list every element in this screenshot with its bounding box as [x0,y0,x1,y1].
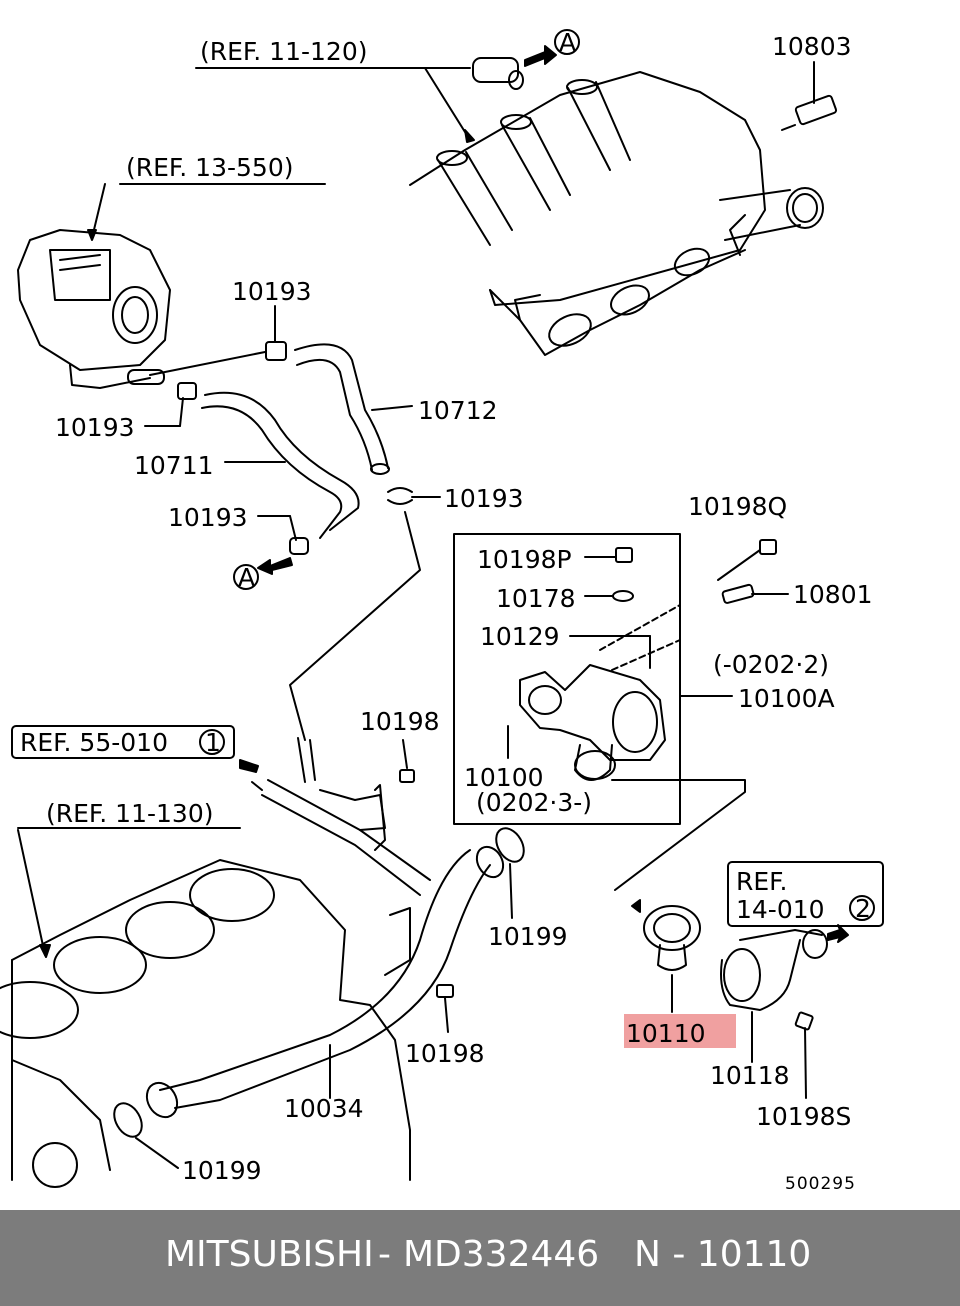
label-10193-d: 10193 [444,484,524,513]
marker-a-top: A [559,28,576,57]
label-10100a: 10100A [738,684,835,713]
cylinder-head-drawing [409,57,824,356]
label-10801: 10801 [793,580,873,609]
label-10110: 10110 [626,1019,706,1048]
bolt-10198q-drawing [717,539,777,581]
footer-reference: N - 10110 [634,1234,812,1275]
diagram-labels: (REF. 11-120) (REF. 13-550) REF. 55-010 … [20,28,873,1194]
label-10118: 10118 [710,1061,790,1090]
ref-55-010-label: REF. 55-010 [20,728,168,757]
highlight-10110 [624,1014,736,1048]
clamp-10193-drawing [387,487,413,505]
water-inlet-10118-drawing [720,924,849,1063]
a-marker-left [233,557,293,590]
label-10198q: 10198Q [688,492,787,521]
hose-10712-drawing [149,341,390,475]
thermostat-housing-box [453,533,733,825]
bolt-10198s-drawing [794,1011,814,1099]
ref-11-120-label: (REF. 11-120) [200,37,367,66]
ref-14-010-line1: REF. [736,867,787,896]
ref-11-120-leader [195,67,475,143]
engine-block-drawing [0,827,411,1188]
label-leaders [144,305,441,541]
ref-14-010-number: 2 [855,894,871,923]
label-10034: 10034 [284,1094,364,1123]
hose-10711-drawing [177,382,360,555]
water-pipe-10034-drawing [145,759,505,1119]
label-10100: 10100 [464,763,544,792]
ref-55-010-number: 1 [205,728,221,757]
hose-leader-lines [289,511,421,783]
label-range-10100: (0202·3-) [476,788,592,817]
label-10803: 10803 [772,32,852,61]
label-10198p: 10198P [477,545,572,574]
parts-diagram: (REF. 11-120) (REF. 13-550) REF. 55-010 … [0,28,884,1194]
ref-13-550-label: (REF. 13-550) [126,153,293,182]
label-10711: 10711 [134,451,214,480]
footer-part-number: MD332446 [403,1234,600,1275]
footer-separator: - [378,1234,391,1275]
ref-14-010-box [727,861,884,927]
ref-55-010-box [11,725,235,759]
label-10199-a: 10199 [488,922,568,951]
label-10193-c: 10193 [168,503,248,532]
bolts-10198-drawing [399,739,454,1033]
label-10129: 10129 [480,622,560,651]
label-10193-b: 10193 [55,413,135,442]
sensor-10801-drawing [721,583,789,604]
label-10712: 10712 [418,396,498,425]
label-10199-b: 10199 [182,1156,262,1185]
a-marker-top [524,29,580,67]
label-10198s: 10198S [756,1102,851,1131]
label-10178: 10178 [496,584,576,613]
part-footer-bar: MITSUBISHI - MD332446 N - 10110 [0,1210,960,1306]
label-range-10100a: (-0202·2) [713,650,829,679]
ref-14-010-line2: 14-010 [736,895,825,924]
label-10198-a: 10198 [360,707,440,736]
ref-11-130-label: (REF. 11-130) [46,799,213,828]
o-rings-10199-drawing [113,827,525,1169]
label-10198-b: 10198 [405,1039,485,1068]
footer-brand: MITSUBISHI [165,1234,374,1275]
marker-a-left: A [238,563,255,592]
label-10193-a: 10193 [232,277,312,306]
throttle-body-drawing [17,183,326,389]
sensor-10803-drawing [781,61,838,131]
thermostat-10110-drawing [611,779,746,1013]
diagram-code: 500295 [785,1174,856,1194]
